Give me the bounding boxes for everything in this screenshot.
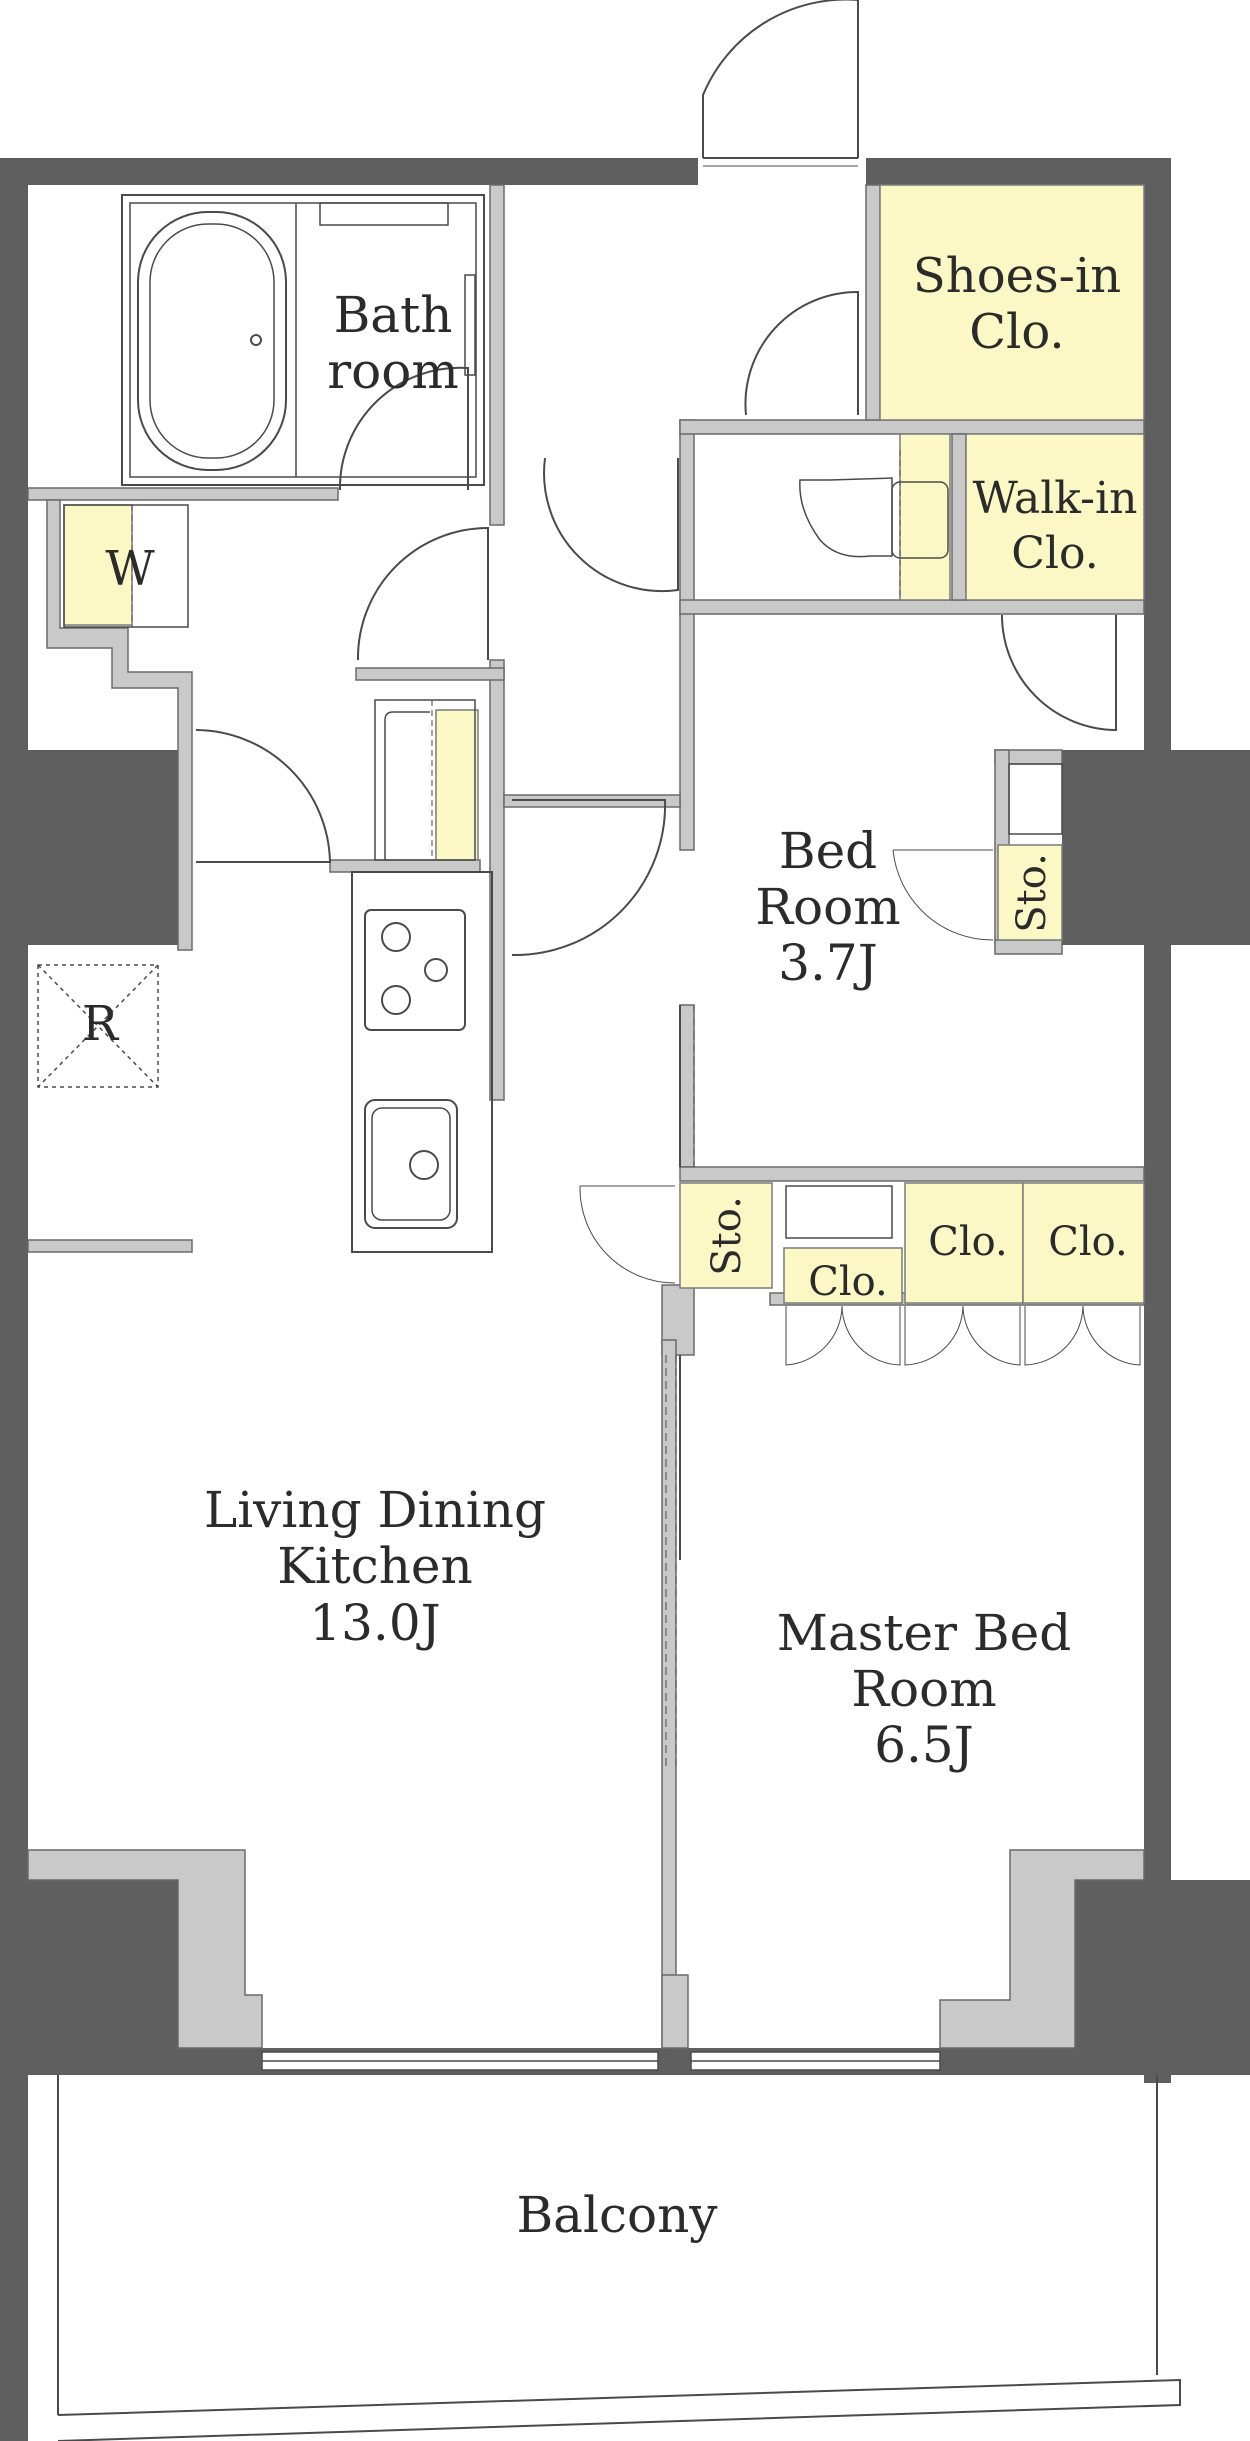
bed-storage-label: Sto. bbox=[1009, 853, 1055, 933]
kitchen-counter bbox=[351, 871, 493, 1253]
room-labels: Bath room Shoes-in Clo. Walk-in Clo. W R… bbox=[82, 248, 1138, 2244]
sink-icon bbox=[364, 1099, 458, 1229]
fridge-label: R bbox=[82, 996, 120, 1052]
shoes-in-label-2: Clo. bbox=[969, 304, 1064, 360]
windows bbox=[261, 2051, 941, 2071]
washer-icon bbox=[63, 504, 189, 628]
fixtures bbox=[37, 194, 1063, 1253]
utility-sink-icon bbox=[374, 699, 476, 861]
bed-storage bbox=[997, 844, 1063, 941]
closet-a-label: Clo. bbox=[928, 1219, 1008, 1265]
closet-b bbox=[1022, 1182, 1145, 1304]
bath-label-1: Bath bbox=[334, 286, 453, 344]
master-label-1: Master Bed bbox=[777, 1604, 1071, 1662]
bath-label-2: room bbox=[327, 342, 459, 400]
bedroom-label-1: Bed bbox=[779, 822, 877, 880]
toilet-icon bbox=[799, 450, 949, 600]
doors bbox=[195, 0, 1141, 1770]
hall-storage bbox=[679, 1182, 773, 1289]
small-closet-label: Clo. bbox=[808, 1259, 888, 1305]
shoes-in-closet bbox=[879, 184, 1145, 421]
walk-in-closet bbox=[965, 433, 1145, 601]
laundry-shelf bbox=[435, 709, 479, 861]
ldk-label-1: Living Dining bbox=[204, 1481, 546, 1539]
shoes-in-label-1: Shoes-in bbox=[913, 248, 1121, 304]
fridge-icon bbox=[37, 964, 159, 1088]
toilet-tank-shelf bbox=[899, 433, 951, 601]
entrance-door bbox=[702, 0, 859, 167]
master-size: 6.5J bbox=[874, 1716, 974, 1774]
closet-b-label: Clo. bbox=[1048, 1219, 1128, 1265]
bath-unit bbox=[121, 194, 485, 486]
stove-icon bbox=[364, 909, 466, 1031]
bedroom-size: 3.7J bbox=[778, 934, 878, 992]
ldk-size: 13.0J bbox=[309, 1594, 440, 1652]
hall-storage-label: Sto. bbox=[704, 1196, 750, 1276]
interior-partitions bbox=[27, 184, 1145, 2049]
ldk-label-2: Kitchen bbox=[277, 1537, 472, 1595]
master-label-2: Room bbox=[851, 1660, 996, 1718]
storage-areas bbox=[63, 184, 1145, 1304]
bedroom-label-2: Room bbox=[755, 878, 900, 936]
small-closet bbox=[783, 1247, 903, 1304]
walk-in-label-1: Walk-in bbox=[973, 473, 1138, 524]
walk-in-label-2: Clo. bbox=[1011, 528, 1098, 579]
balcony bbox=[57, 2075, 1181, 2441]
washer-label: W bbox=[105, 541, 155, 597]
balcony-label: Balcony bbox=[516, 2186, 718, 2244]
bathtub-icon bbox=[137, 211, 287, 471]
